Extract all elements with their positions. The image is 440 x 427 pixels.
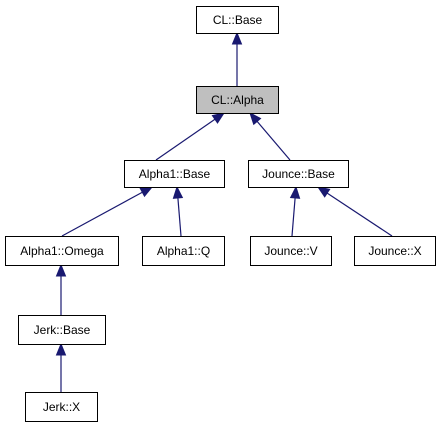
edge-alpha1-omega-to-alpha1-base [61,186,154,237]
class-node-box[interactable] [248,160,349,188]
class-node-jounce-v[interactable]: Jounce::V [250,236,332,266]
edge-alpha1-q-to-alpha1-base [172,185,184,237]
edge-line [291,197,296,237]
class-node-alpha1-base[interactable]: Alpha1::Base [124,160,225,188]
class-node-box[interactable] [354,236,436,266]
arrowhead-icon [172,185,184,199]
arrowhead-icon [55,263,67,277]
arrowhead-icon [316,186,331,198]
class-node-label: Alpha1::Base [139,167,211,181]
class-node-label: Jounce::V [264,244,317,258]
edge-line [177,197,182,237]
class-node-box[interactable] [142,236,225,266]
arrowhead-icon [211,112,226,124]
class-node-box[interactable] [25,392,98,422]
class-node-label: Jerk::Base [34,323,91,337]
edge-jerk-x-to-jerk-base [55,342,67,392]
class-node-box[interactable] [196,6,279,34]
class-node-label: Jerk::X [43,400,80,414]
class-node-label: Jounce::X [368,244,421,258]
class-node-box[interactable] [5,236,119,266]
class-node-label: CL::Alpha [211,93,264,107]
class-node-label: Alpha1::Omega [20,244,104,258]
class-node-cl-alpha[interactable]: CL::Alpha [196,86,279,114]
arrowhead-icon [55,342,67,356]
class-node-alpha1-q[interactable]: Alpha1::Q [142,236,225,266]
class-node-label: Alpha1::Q [157,244,210,258]
edge-line [326,192,393,237]
edge-jerk-base-to-alpha1-omega [55,263,67,315]
class-node-label: Jounce::Base [262,167,335,181]
arrowhead-icon [139,186,154,198]
class-node-alpha1-omega[interactable]: Alpha1::Omega [5,236,119,266]
edge-line [61,191,143,237]
edge-line [155,118,216,161]
class-node-jerk-x[interactable]: Jerk::X [25,392,98,422]
class-node-label: CL::Base [213,13,263,27]
edge-layer [55,31,393,392]
class-node-box[interactable] [124,160,225,188]
edge-alpha1-base-to-cl-alpha [155,112,226,161]
arrowhead-icon [289,185,301,199]
arrowhead-icon [249,111,262,126]
edge-line [256,120,291,161]
edge-jounce-x-to-jounce-base [316,186,393,237]
class-node-cl-base[interactable]: CL::Base [196,6,279,34]
class-node-box[interactable] [18,315,106,345]
class-node-jounce-base[interactable]: Jounce::Base [248,160,349,188]
edge-jounce-v-to-jounce-base [289,185,301,237]
class-node-box[interactable] [250,236,332,266]
edge-cl-alpha-to-cl-base [231,31,243,86]
class-node-jounce-x[interactable]: Jounce::X [354,236,436,266]
arrowhead-icon [231,31,243,45]
edge-jounce-base-to-cl-alpha [249,111,291,161]
class-node-box[interactable] [196,86,279,114]
class-node-jerk-base[interactable]: Jerk::Base [18,315,106,345]
